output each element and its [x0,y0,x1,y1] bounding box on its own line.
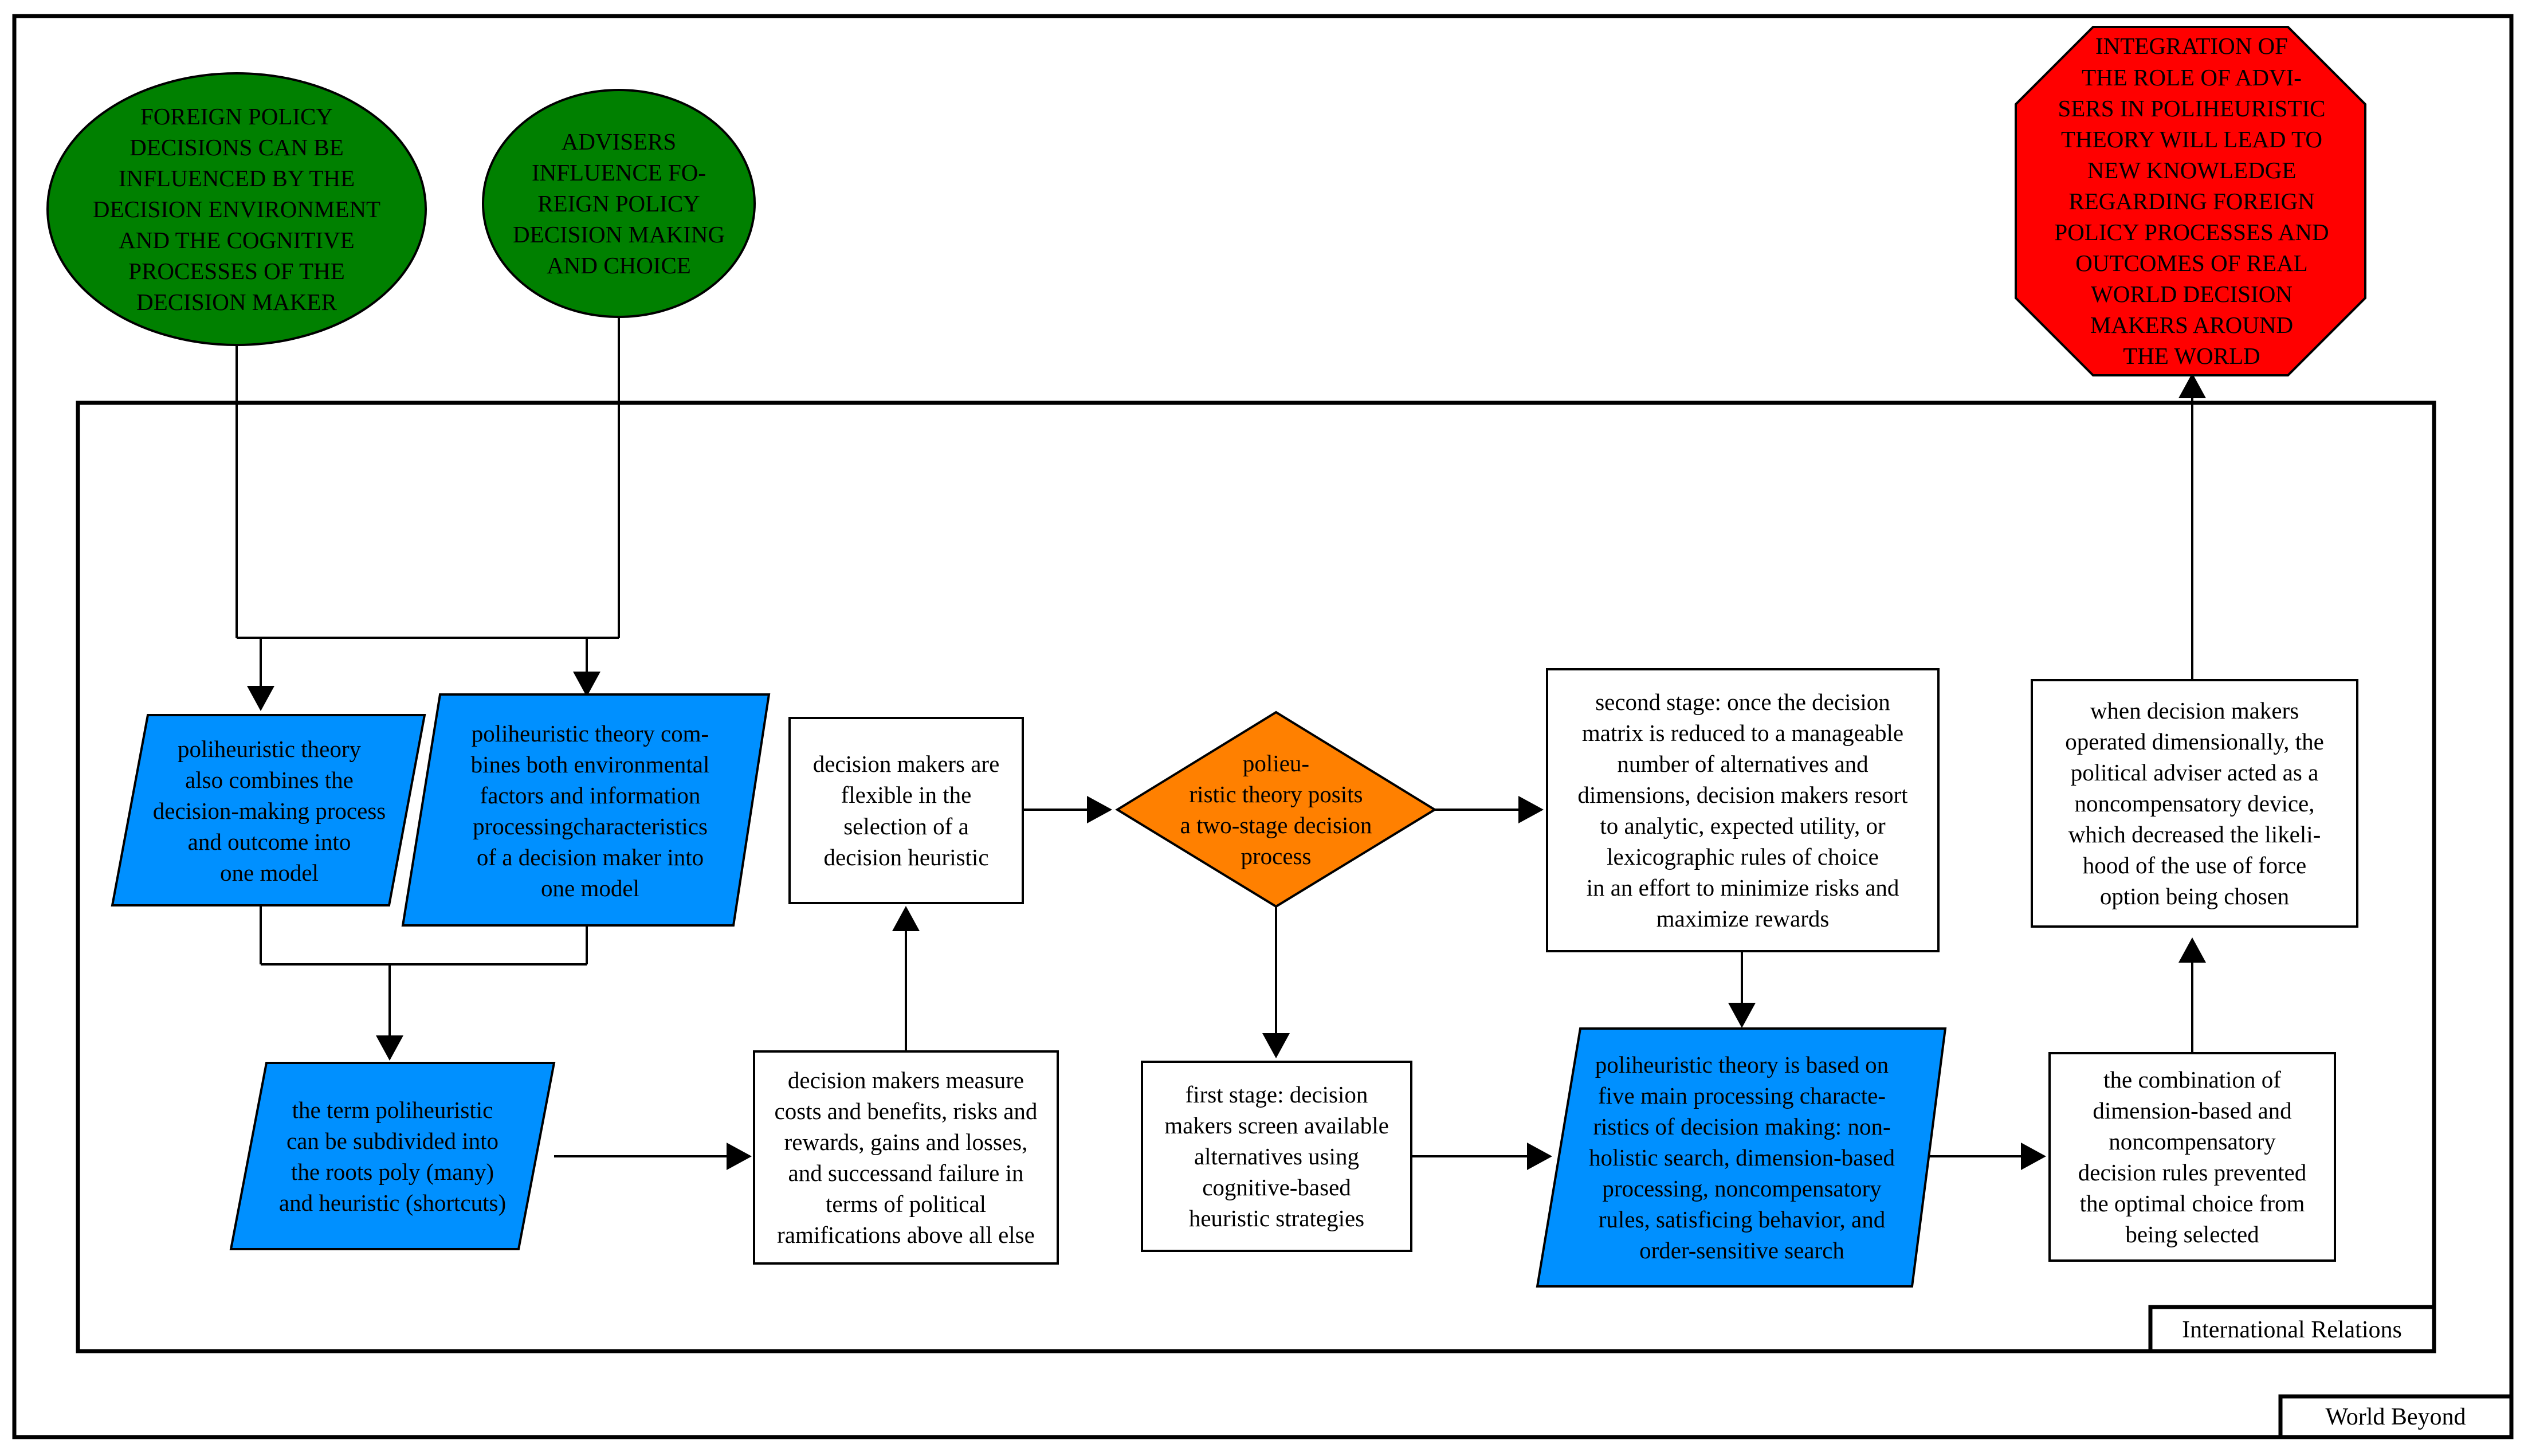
parallelogram-term-text: the term poliheuristic can be subdivided… [278,1096,507,1216]
ellipse-advisers-text: ADVISERS INFLUENCE FO- REIGN POLICY DECI… [512,128,725,279]
outer-frame-label-box [2278,1394,2514,1439]
box-adviser-device [2031,679,2358,928]
box-second-stage-text: second stage: once the decision matrix i… [1577,688,1908,932]
octagon-integration [2015,26,2366,376]
parallelogram-combines-factors [401,693,771,927]
diamond-two-stage [1115,711,1437,908]
inner-frame-label: International Relations [2182,1317,2402,1343]
box-second-stage [1546,668,1940,952]
inner-frame [76,401,2436,1353]
box-flexible [788,717,1024,904]
outer-frame-label: World Beyond [2325,1404,2466,1430]
box-flexible-text: decision makers are flexible in the sele… [812,751,1000,870]
parallelogram-combines-process-text: poliheuristic theory also combines the d… [152,735,386,886]
inner-frame-label-box [2148,1305,2436,1353]
box-measure-text: decision makers measure costs and benefi… [774,1066,1038,1249]
connectors [235,317,2206,1170]
parallelogram-combines-factors-text: poliheuristic theory com- bines both env… [470,720,710,902]
parallelogram-term [229,1062,556,1250]
parallelogram-five-characteristics-text: poliheuristic theory is based on five ma… [1588,1051,1895,1264]
box-combination [2048,1052,2336,1262]
octagon-integration-text: INTEGRATION OF THE ROLE OF ADVI- SERS IN… [2054,33,2329,370]
ellipse-foreign-policy [46,72,427,346]
ellipse-foreign-policy-text: FOREIGN POLICY DECISIONS CAN BE INFLUENC… [92,103,381,316]
box-combination-text: the combination of dimension-based and n… [2078,1066,2307,1248]
parallelogram-combines-process [111,714,426,906]
ellipse-advisers [482,89,756,318]
box-first-stage-text: first stage: decision makers screen avai… [1164,1081,1389,1232]
box-measure [753,1050,1059,1265]
parallelogram-five-characteristics [1536,1027,1947,1288]
outer-frame [12,14,2514,1439]
box-first-stage [1141,1061,1412,1252]
diamond-two-stage-text: polieu- ristic theory posits a two-stage… [1180,749,1372,870]
box-adviser-device-text: when decision makers operated dimensiona… [2065,697,2324,910]
